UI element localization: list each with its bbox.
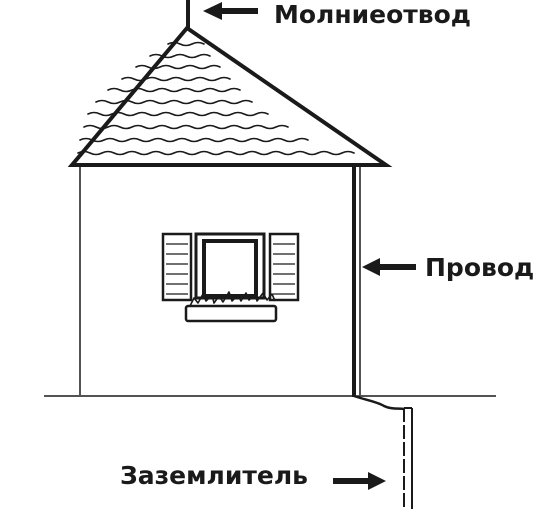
ground-electrode (403, 407, 413, 509)
arrow-wire (362, 258, 416, 276)
arrow-ground-electrode (333, 472, 386, 490)
roof (67, 25, 393, 167)
flower-box (184, 304, 278, 323)
label-lightning-rod: Молниеотвод (274, 0, 471, 29)
roof-shingles (77, 41, 355, 156)
window-shutter-left (161, 232, 193, 302)
flowers (189, 291, 276, 307)
underground-wire (353, 394, 405, 411)
window-shutter-right (268, 232, 300, 302)
window (161, 232, 300, 323)
label-ground-electrode: Заземлитель (120, 461, 308, 490)
label-wire: Провод (425, 253, 535, 282)
arrow-lightning-rod (203, 2, 258, 20)
